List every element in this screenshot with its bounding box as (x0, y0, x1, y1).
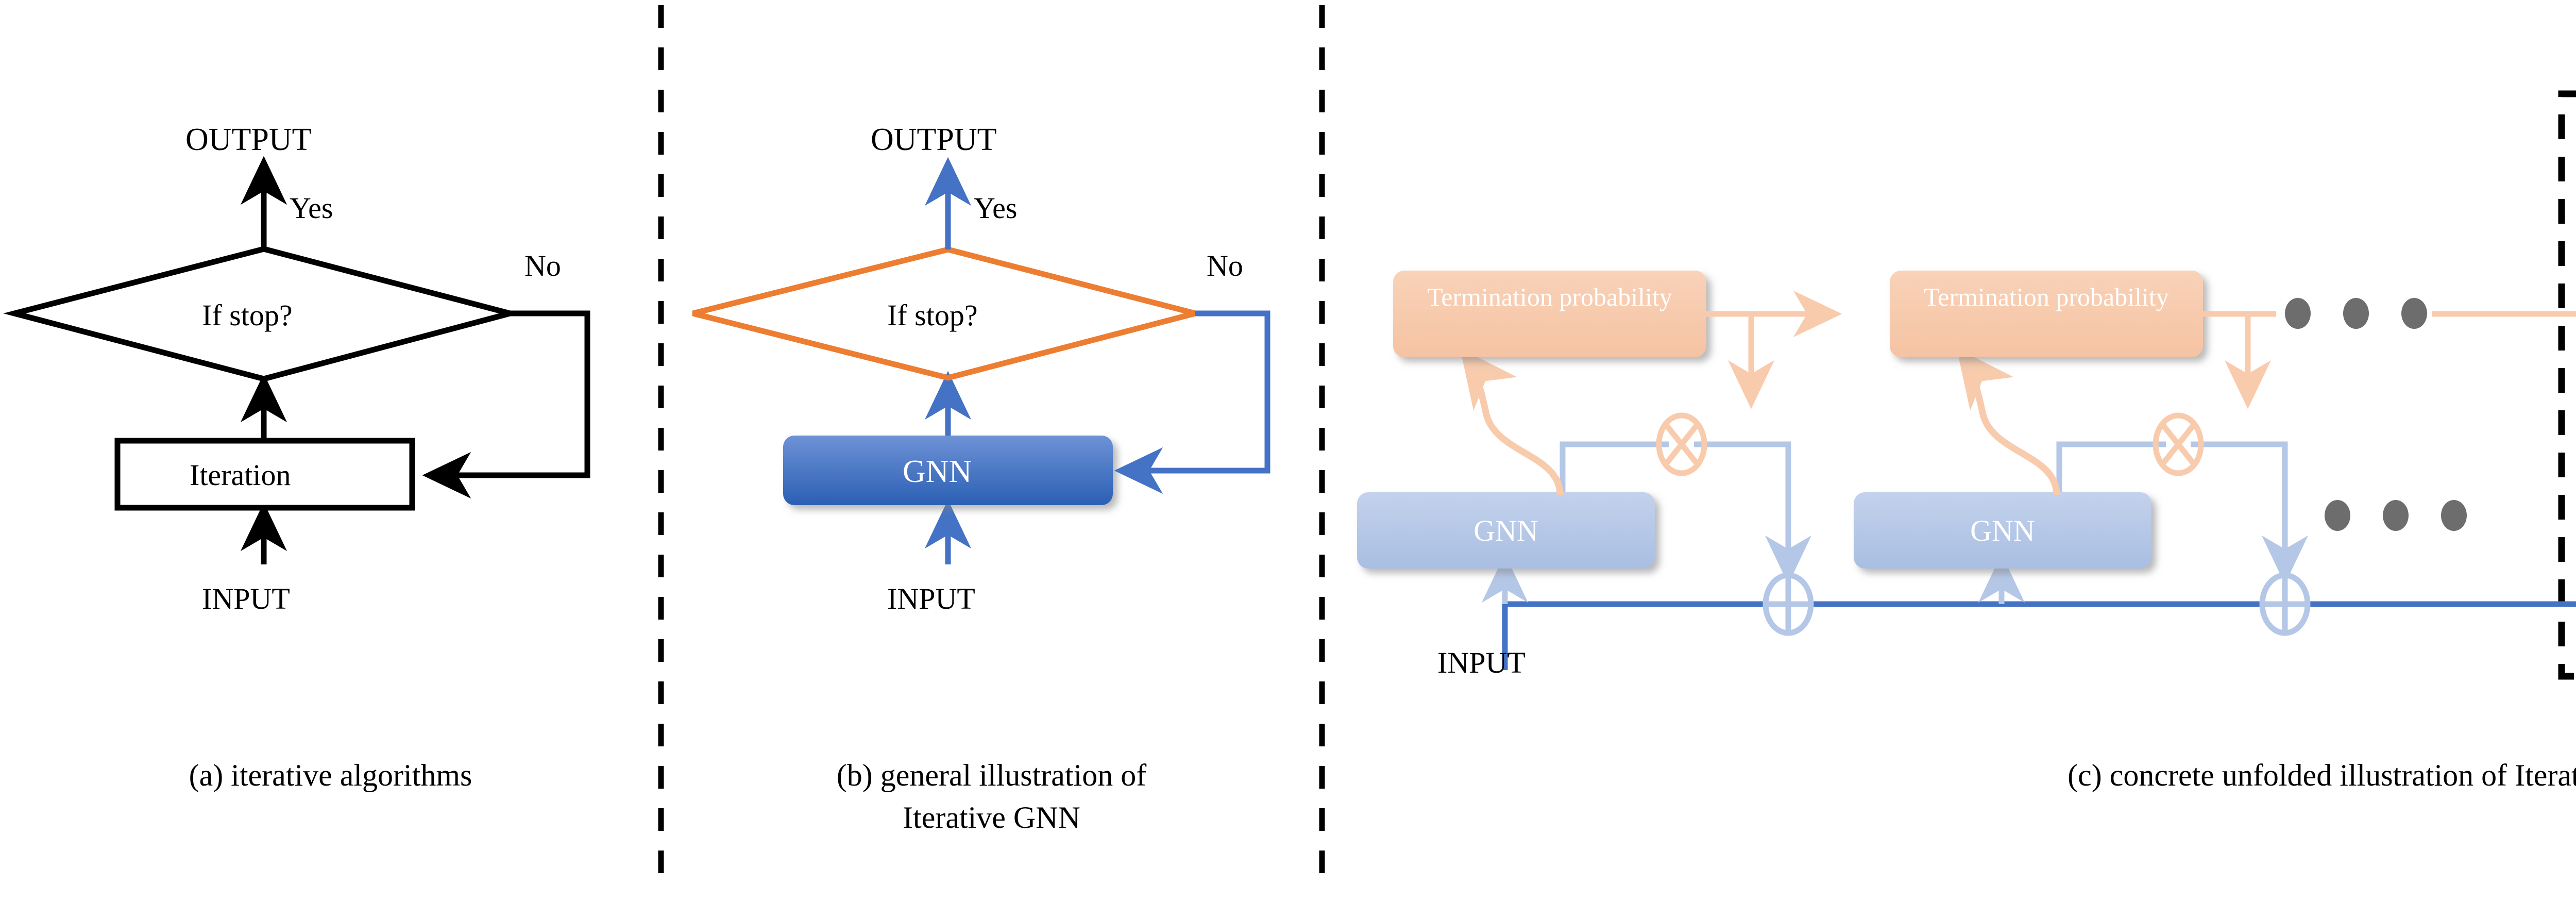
one-iteration-dashed-box (2558, 90, 2576, 680)
panel-a-caption: (a) iterative algorithms (189, 758, 472, 792)
stage-2-gnn-out-to-multiply (2056, 441, 2166, 492)
panel-a-no-label: No (524, 249, 561, 282)
panel-b-decision-label: If stop? (887, 298, 978, 332)
stage-1-gnn-label: GNN (1473, 514, 1538, 547)
stage-1-termination-box (1393, 271, 1706, 357)
panel-b-input-label: INPUT (887, 582, 975, 615)
stage-2-termination-to-multiply (2203, 311, 2272, 409)
stage-1-gnn-box (1357, 492, 1655, 569)
stage-2-gnn-box (1854, 492, 2151, 569)
stage-1-termination-label: Termination probability (1427, 282, 1672, 311)
panel-c-graphics (1357, 90, 2576, 680)
panel-b-no-label: No (1207, 249, 1243, 282)
stage-1-gnn-to-termination-curve (1460, 348, 1564, 495)
panel-a-iteration-box (114, 438, 415, 511)
stage-2-multiply-to-add (2191, 441, 2309, 585)
panel-a-graphics (3, 156, 590, 564)
stage-1-termination-to-multiply (1706, 311, 1775, 409)
panel-c-input-label: INPUT (1437, 646, 1526, 679)
panel-a-process-label: Iteration (190, 458, 291, 492)
stage-2-gnn-to-termination-curve (1956, 348, 2060, 495)
ellipsis-dots-bottom (2325, 500, 2467, 531)
stage-2-termination-label: Termination probability (1924, 282, 2169, 311)
panel-b-yes-label: Yes (974, 191, 1018, 225)
stage-1-multiply-operator (1656, 412, 1707, 476)
panel-b-graphics (692, 157, 1270, 564)
stage-1-multiply-to-add (1694, 441, 1812, 585)
residual-bus-line (1502, 601, 2576, 670)
panel-c-caption: (c) concrete unfolded illustration of It… (2067, 758, 2576, 792)
panel-a-output-label: OUTPUT (185, 122, 312, 157)
panel-b-decision-diamond (692, 246, 1207, 381)
ellipsis-dots-top (2285, 298, 2427, 329)
stage-2-termination-box (1890, 271, 2203, 357)
panel-b-caption-line1: (b) general illustration of (836, 758, 1147, 792)
panel-a-no-feedback-arrow (422, 310, 590, 499)
panel-a-decision-diamond (3, 246, 521, 382)
panel-b-output-label: OUTPUT (871, 122, 997, 157)
stage-2-add-operator (2259, 572, 2311, 636)
panel-a-input-label: INPUT (202, 582, 290, 615)
panel-b-gnn-box (783, 436, 1113, 505)
panel-b-caption-line2: Iterative GNN (903, 801, 1080, 835)
stage-2-multiply-operator (2153, 412, 2204, 476)
panel-b-no-feedback-arrow (1114, 310, 1270, 494)
panel-a-yes-label: Yes (290, 191, 333, 225)
stage-2-gnn-label: GNN (1970, 514, 2035, 547)
stage-1 (1357, 271, 1842, 636)
panel-b-process-label: GNN (903, 454, 972, 489)
stage-1-gnn-out-to-multiply (1560, 441, 1669, 492)
panel-a-decision-label: If stop? (202, 298, 293, 332)
stage-1-add-operator (1762, 572, 1814, 636)
stage-2 (1854, 271, 2311, 636)
